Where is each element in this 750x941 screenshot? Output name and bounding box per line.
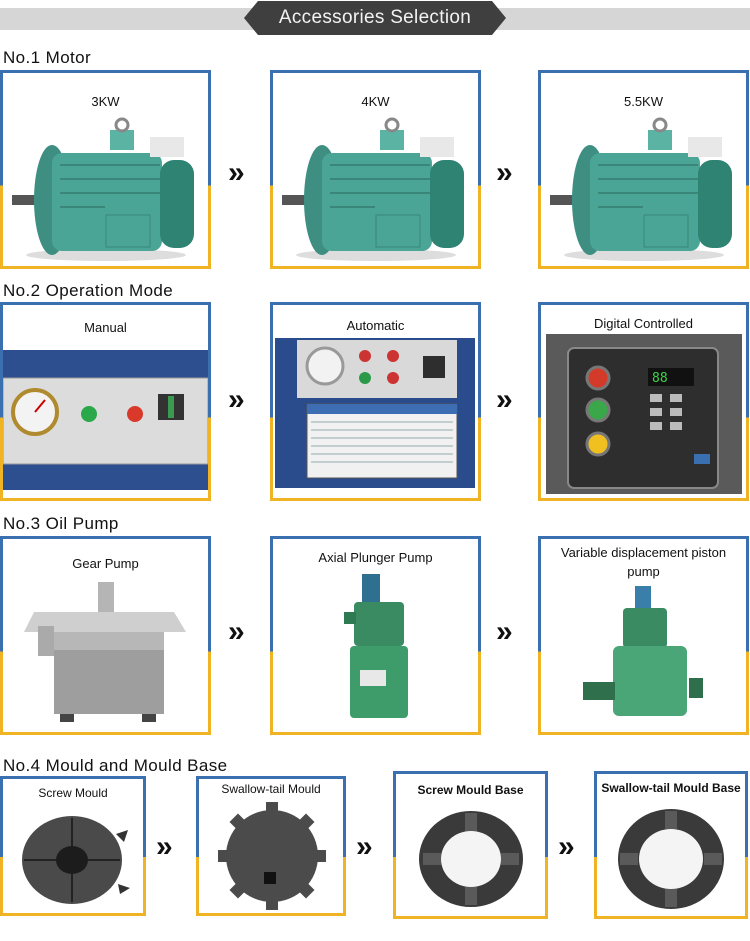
mould-label: Screw Mould Base <box>417 783 524 797</box>
arrow-icon: » <box>496 615 513 648</box>
svg-text:88: 88 <box>652 371 668 386</box>
motor-image <box>12 117 194 261</box>
mode-label: Automatic <box>346 318 405 333</box>
pump-label: Axial Plunger Pump <box>318 550 433 565</box>
motor-label: 3KW <box>91 94 120 109</box>
motor-image <box>282 117 464 261</box>
pump-label: Variable displacement piston pump <box>560 545 727 579</box>
arrow-icon: » <box>228 156 245 189</box>
variable-pump-image <box>583 586 703 716</box>
mould-card-screw-base: Screw Mould Base <box>393 771 548 919</box>
arrow-icon: » <box>356 830 373 863</box>
mode-card-manual: Manual <box>0 302 211 501</box>
automatic-panel-image <box>275 338 475 488</box>
digital-panel-image: 88 <box>546 334 742 494</box>
mode-card-automatic: Automatic <box>270 302 481 501</box>
arrow-icon: » <box>156 830 173 863</box>
mould-label: Swallow-tail Mould <box>221 782 321 796</box>
header-title: Accessories Selection <box>278 7 472 28</box>
motor-label: 4KW <box>361 94 390 109</box>
section-title-operation-mode: No.2 Operation Mode <box>3 281 174 300</box>
pump-card-variable: Variable displacement piston pump <box>538 536 749 735</box>
screw-mould-base-image <box>419 811 523 907</box>
mould-label: Swallow-tail Mould Base <box>601 781 741 795</box>
arrow-icon: » <box>558 830 575 863</box>
motor-card-3kw: 3KW <box>0 70 211 269</box>
mould-card-swallow-tail: Swallow-tail Mould <box>196 776 346 916</box>
motor-card-4kw: 4KW <box>270 70 481 269</box>
mould-label: Screw Mould <box>38 786 108 800</box>
swallow-tail-mould-base-image <box>618 809 724 909</box>
mode-label: Digital Controlled <box>594 316 693 331</box>
gear-pump-image <box>24 582 186 722</box>
screw-mould-image <box>22 816 130 904</box>
arrow-icon: » <box>496 156 513 189</box>
mode-card-digital: Digital Controlled 88 <box>538 302 749 501</box>
pump-card-axial: Axial Plunger Pump <box>270 536 481 735</box>
motor-card-5-5kw: 5.5KW <box>538 70 749 269</box>
mode-label: Manual <box>84 320 127 335</box>
mould-card-screw: Screw Mould <box>0 776 146 916</box>
arrow-icon: » <box>228 383 245 416</box>
motor-label: 5.5KW <box>623 94 663 109</box>
header-banner: Accessories Selection <box>244 1 506 35</box>
section-title-mould: No.4 Mould and Mould Base <box>3 756 228 775</box>
section-title-motor: No.1 Motor <box>3 48 92 67</box>
swallow-tail-mould-image <box>218 802 326 910</box>
section-title-oil-pump: No.3 Oil Pump <box>3 514 119 533</box>
pump-card-gear: Gear Pump <box>0 536 211 735</box>
mould-card-swallow-tail-base: Swallow-tail Mould Base <box>594 771 748 919</box>
arrow-icon: » <box>228 615 245 648</box>
arrow-icon: » <box>496 383 513 416</box>
pump-label: Gear Pump <box>72 556 139 571</box>
manual-panel-image <box>3 350 208 490</box>
motor-image <box>550 117 732 261</box>
axial-pump-image <box>344 574 408 718</box>
